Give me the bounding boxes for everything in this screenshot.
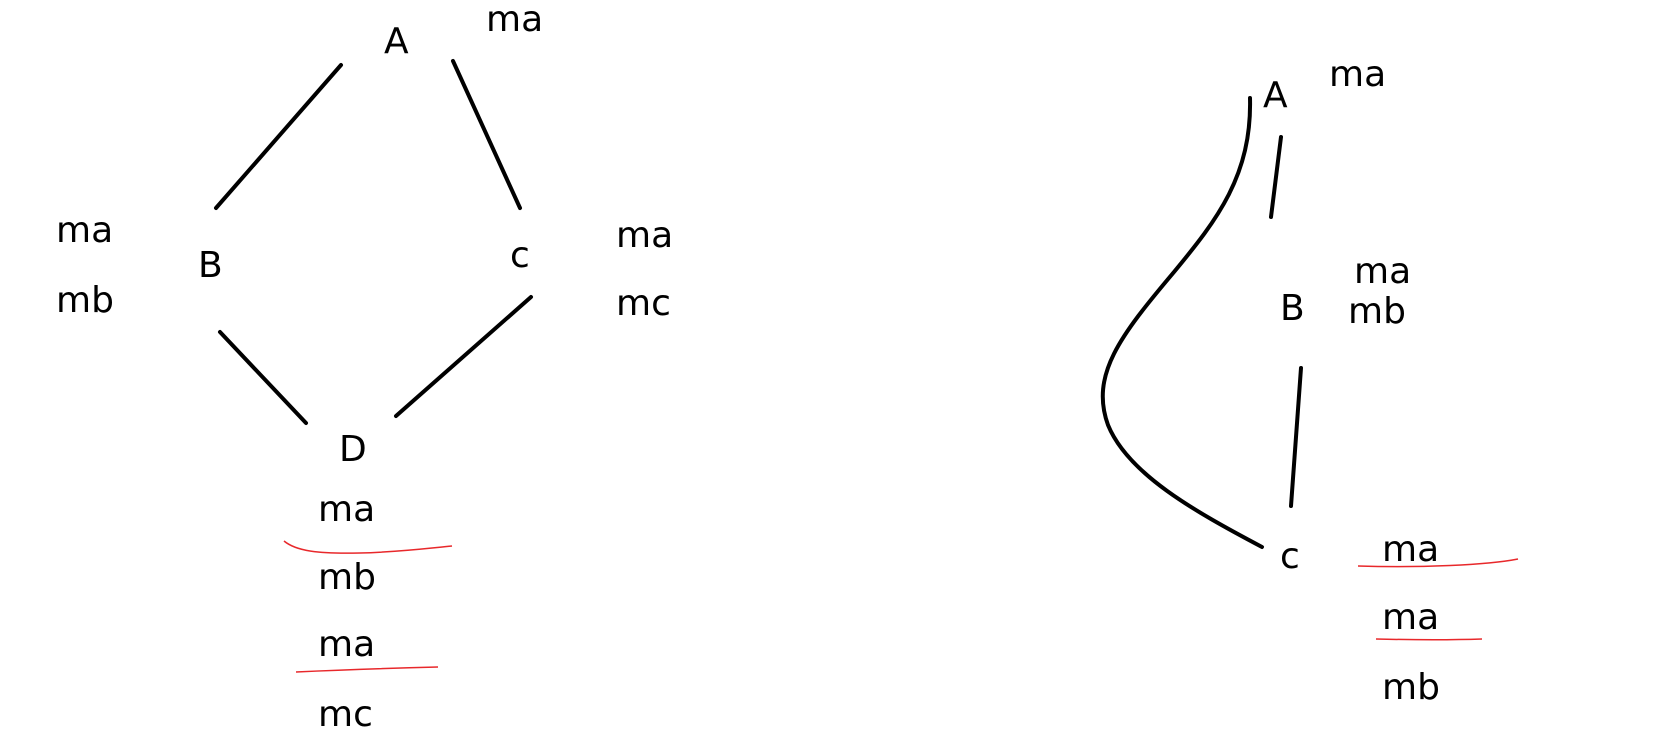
- edge-right-b-c: [1289, 366, 1303, 508]
- annotation-right-b-ma: ma: [1354, 251, 1412, 292]
- node-right-b: B: [1280, 288, 1305, 329]
- node-right-a: A: [1263, 75, 1288, 116]
- node-left-a: A: [384, 21, 409, 62]
- annotation-left-c-ma: ma: [616, 215, 674, 256]
- node-left-b: B: [198, 245, 223, 286]
- edge-right-a-c-curve: [1100, 96, 1264, 549]
- underline-right-c-second-ma: [1375, 638, 1483, 641]
- annotation-right-c-mb: mb: [1382, 667, 1440, 708]
- annotation-left-b-ma: ma: [56, 210, 114, 251]
- edge-left-a-b: [214, 63, 343, 210]
- annotation-left-c-mc: mc: [616, 283, 671, 324]
- underline-left-d-second-ma: [295, 666, 439, 673]
- annotation-left-d-mb: mb: [318, 557, 376, 598]
- edge-left-a-c: [451, 59, 522, 210]
- edge-left-b-d: [218, 330, 308, 425]
- underline-left-d-first-ma: [283, 540, 453, 554]
- node-left-d: D: [339, 429, 367, 470]
- annotation-right-a-ma: ma: [1329, 54, 1387, 95]
- node-left-c: c: [510, 235, 530, 276]
- annotation-right-c-ma-2: ma: [1382, 597, 1440, 638]
- underline-right-c-first-ma: [1357, 558, 1519, 568]
- edge-left-c-d: [394, 295, 533, 418]
- edge-right-a-b: [1269, 135, 1283, 219]
- annotation-left-b-mb: mb: [56, 280, 114, 321]
- annotation-right-c-ma-1: ma: [1382, 529, 1440, 570]
- annotation-right-b-mb: mb: [1348, 291, 1406, 332]
- annotation-left-a-ma: ma: [486, 0, 544, 40]
- annotation-left-d-mc: mc: [318, 694, 373, 735]
- annotation-left-d-ma-1: ma: [318, 489, 376, 530]
- annotation-left-d-ma-2: ma: [318, 624, 376, 665]
- node-right-c: c: [1280, 536, 1300, 577]
